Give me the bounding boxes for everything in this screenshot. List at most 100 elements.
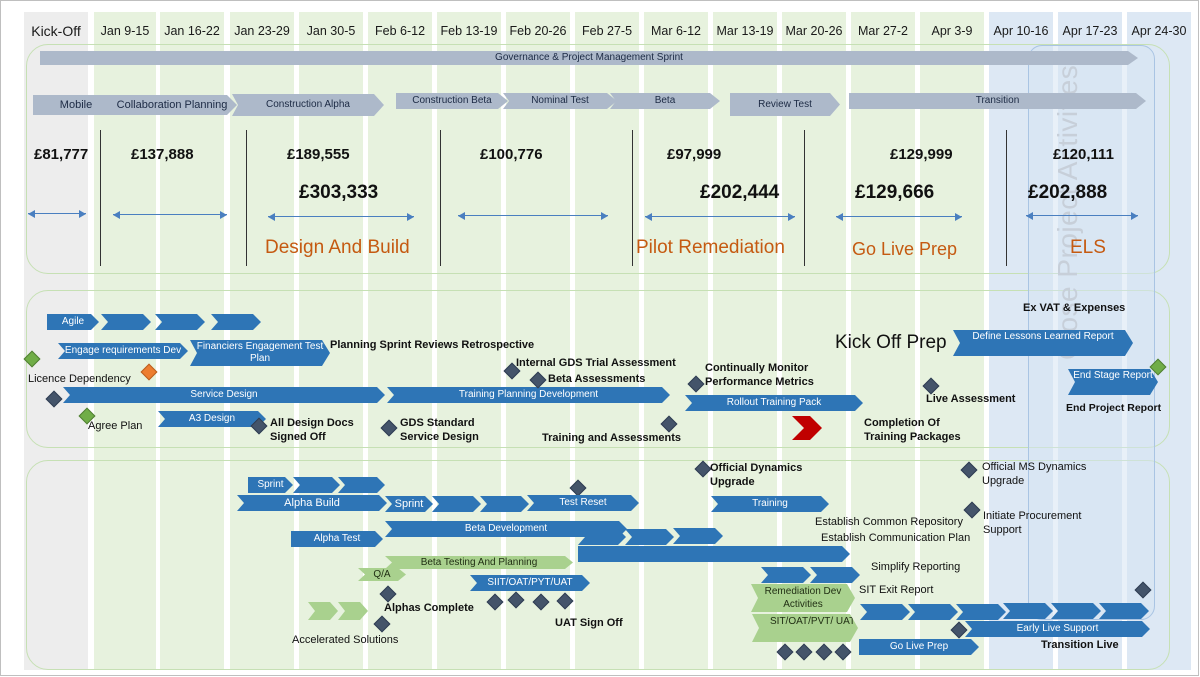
phase-construction-beta[interactable]: Construction Beta bbox=[396, 93, 508, 109]
total-design-build: £303,333 bbox=[299, 182, 379, 203]
uat-sign-off-label: UAT Sign Off bbox=[555, 617, 623, 629]
task-sprint-1[interactable]: Sprint bbox=[248, 477, 293, 493]
task-sprint-1b[interactable] bbox=[293, 477, 340, 493]
task-beta-dev-2[interactable] bbox=[578, 529, 626, 545]
task-alpha-build[interactable]: Alpha Build bbox=[237, 495, 387, 511]
beta-assessments-label: Beta Assessments bbox=[548, 373, 646, 385]
phase-collaboration-planning[interactable]: Collaboration Planning bbox=[107, 95, 237, 115]
header-kickoff: Kick-Off bbox=[31, 23, 81, 39]
cost-collaboration: £137,888 bbox=[131, 146, 194, 163]
task-bottom-5[interactable] bbox=[1051, 603, 1101, 619]
stage-pilot-remediation: Pilot Remediation bbox=[636, 237, 785, 258]
task-go-live-prep[interactable]: Go Live Prep bbox=[859, 639, 979, 655]
task-define-lessons[interactable]: Define Lessons Learned Report bbox=[953, 330, 1133, 356]
task-agile-4[interactable] bbox=[211, 314, 261, 330]
header-feb20: Feb 20-26 bbox=[509, 24, 567, 38]
governance-sprint-bar[interactable]: Governance & Project Management Sprint bbox=[40, 51, 1138, 65]
task-simplify-2[interactable] bbox=[810, 567, 860, 583]
phase-construction-alpha[interactable]: Construction Alpha bbox=[232, 94, 384, 116]
header-apr24: Apr 24-30 bbox=[1131, 24, 1187, 38]
gds-standard-label: GDS Standard Service Design bbox=[400, 417, 479, 443]
separator-line-5 bbox=[804, 130, 805, 266]
phase-review-test[interactable]: Review Test bbox=[730, 93, 840, 116]
alphas-complete-label: Alphas Complete bbox=[384, 602, 474, 614]
task-qa[interactable]: Q/A bbox=[358, 568, 406, 581]
column-bg-kickoff bbox=[24, 12, 88, 670]
header-feb13: Feb 13-19 bbox=[440, 24, 498, 38]
planning-sprint-label: Planning Sprint Reviews Retrospective bbox=[330, 339, 535, 351]
phase-beta[interactable]: Beta bbox=[610, 93, 720, 109]
live-assessment-label: Live Assessment bbox=[926, 393, 1016, 405]
task-bottom-4[interactable] bbox=[1003, 603, 1053, 619]
panel-bottom bbox=[26, 460, 1170, 670]
separator-line-3 bbox=[440, 130, 441, 266]
task-beta-development[interactable]: Beta Development bbox=[385, 521, 627, 537]
agree-plan-label: Agree Plan bbox=[88, 420, 143, 432]
span-arrow-3 bbox=[268, 212, 414, 222]
task-sprint-1c[interactable] bbox=[338, 477, 385, 493]
total-pilot-remediation: £202,444 bbox=[700, 182, 780, 203]
task-bottom-3[interactable] bbox=[956, 604, 1006, 620]
header-feb27: Feb 27-5 bbox=[581, 24, 633, 38]
task-beta-dev-3[interactable] bbox=[625, 529, 674, 545]
phase-mobile[interactable]: Mobile bbox=[33, 95, 119, 115]
task-beta-dev-4[interactable] bbox=[673, 528, 723, 544]
separator-line-1 bbox=[100, 130, 101, 266]
phase-nominal-test[interactable]: Nominal Test bbox=[503, 93, 617, 109]
header-mar27: Mar 27-2 bbox=[857, 24, 909, 38]
task-remediation[interactable]: Remediation Dev Activities bbox=[751, 584, 855, 612]
header-mar20: Mar 20-26 bbox=[785, 24, 843, 38]
task-agile-2[interactable] bbox=[101, 314, 151, 330]
header-jan16: Jan 16-22 bbox=[164, 24, 220, 38]
official-dynamics-label: Official Dynamics Upgrade bbox=[710, 462, 803, 488]
stage-els: ELS bbox=[1070, 237, 1106, 258]
completion-training-label: Completion Of Training Packages bbox=[864, 417, 961, 443]
task-bottom-2[interactable] bbox=[908, 604, 958, 620]
task-siit[interactable]: SIIT/OAT/PYT/UAT bbox=[470, 575, 590, 591]
task-long-bar[interactable] bbox=[578, 546, 850, 562]
sit-exit-label: SIT Exit Report bbox=[859, 584, 934, 596]
span-arrow-1 bbox=[28, 209, 86, 219]
span-arrow-6 bbox=[836, 212, 962, 222]
task-training[interactable]: Training bbox=[711, 496, 829, 512]
task-rollout-training[interactable]: Rollout Training Pack bbox=[685, 395, 863, 411]
task-alpha-test[interactable]: Alpha Test bbox=[291, 531, 383, 547]
task-sprint-2[interactable]: Sprint bbox=[385, 496, 433, 512]
separator-line-6 bbox=[1006, 130, 1007, 266]
task-simplify-1[interactable] bbox=[761, 567, 811, 583]
accelerated-chevron-2 bbox=[338, 602, 368, 620]
task-service-design[interactable]: Service Design bbox=[63, 387, 385, 403]
cost-mobile: £81,777 bbox=[34, 146, 89, 163]
task-sit-oat[interactable]: SIT/OAT/PVT/ UAT bbox=[752, 614, 858, 642]
task-test-reset[interactable]: Test Reset bbox=[527, 495, 639, 511]
transition-live-label: Transition Live bbox=[1041, 639, 1119, 651]
column-bg-mar27 bbox=[851, 12, 915, 670]
task-financiers-engagement[interactable]: Financiers Engagement Test Plan bbox=[190, 340, 330, 366]
task-a3-design[interactable]: A3 Design bbox=[158, 411, 266, 427]
task-training-planning[interactable]: Training Planning Development bbox=[387, 387, 670, 403]
accelerated-chevron-1 bbox=[308, 602, 338, 620]
header-feb6: Feb 6-12 bbox=[374, 24, 426, 38]
phase-transition[interactable]: Transition bbox=[849, 93, 1146, 109]
task-bottom-1[interactable] bbox=[860, 604, 910, 620]
simplify-reporting-label: Simplify Reporting bbox=[871, 561, 961, 573]
task-sprint-2c[interactable] bbox=[480, 496, 529, 512]
total-go-live-prep: £129,666 bbox=[855, 182, 935, 203]
span-arrow-5 bbox=[645, 212, 795, 222]
stage-go-live-prep: Go Live Prep bbox=[852, 239, 958, 259]
continually-monitor-label: Continually Monitor Performance Metrics bbox=[705, 362, 814, 388]
panel-top bbox=[26, 44, 1170, 274]
task-agile-3[interactable] bbox=[155, 314, 205, 330]
task-beta-testing[interactable]: Beta Testing And Planning bbox=[385, 556, 573, 569]
task-engage-requirements[interactable]: Engage requirements Dev bbox=[58, 343, 188, 359]
task-bottom-6[interactable] bbox=[1099, 603, 1149, 619]
task-agile[interactable]: Agile bbox=[47, 314, 99, 330]
header-jan23: Jan 23-29 bbox=[234, 24, 290, 38]
ex-vat-label: Ex VAT & Expenses bbox=[1023, 302, 1126, 314]
task-sprint-2b[interactable] bbox=[432, 496, 481, 512]
official-ms-label: Official MS Dynamics Upgrade bbox=[982, 461, 1087, 487]
separator-line-4 bbox=[632, 130, 633, 266]
procurement-label: Initiate Procurement Support bbox=[983, 510, 1082, 536]
task-end-stage-report[interactable]: End Stage Report bbox=[1068, 369, 1158, 395]
task-early-live-support[interactable]: Early Live Support bbox=[965, 621, 1150, 637]
